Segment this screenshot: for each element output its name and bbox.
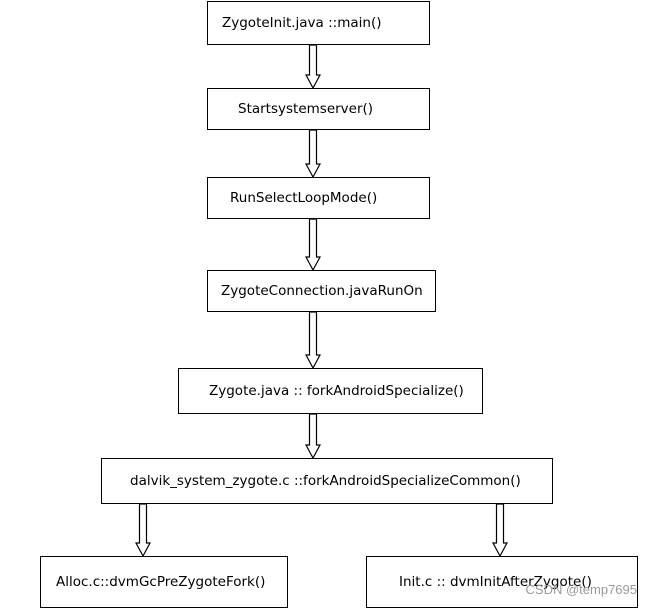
node-label: ZygoteInit.java ::main()	[222, 15, 382, 31]
arrow-init-to-startsystemserver	[304, 44, 322, 90]
node-label: Zygote.java :: forkAndroidSpecialize()	[209, 383, 464, 399]
arrow-forkspecialize-to-common	[304, 413, 322, 460]
node-fork-android-specialize: Zygote.java :: forkAndroidSpecialize()	[178, 368, 483, 414]
node-start-system-server: Startsystemserver()	[207, 88, 430, 130]
node-label: dalvik_system_zygote.c ::forkAndroidSpec…	[130, 473, 521, 489]
node-label: Alloc.c::dvmGcPreZygoteFork()	[56, 574, 266, 590]
node-fork-android-specialize-common: dalvik_system_zygote.c ::forkAndroidSpec…	[101, 458, 553, 504]
node-dvm-gc-pre-zygote-fork: Alloc.c::dvmGcPreZygoteFork()	[40, 556, 288, 608]
node-zygote-connection-run-on: ZygoteConnection.javaRunOn	[207, 270, 436, 312]
arrow-common-to-initafterzygote	[491, 503, 509, 558]
arrow-common-to-gcprefork	[134, 503, 152, 558]
arrow-startsystemserver-to-runselectloop	[304, 129, 322, 179]
arrow-connection-to-forkspecialize	[304, 311, 322, 370]
node-label: RunSelectLoopMode()	[230, 190, 378, 206]
node-label: ZygoteConnection.javaRunOn	[221, 283, 423, 299]
watermark: CSDN @temp7695	[525, 582, 637, 597]
node-run-select-loop-mode: RunSelectLoopMode()	[207, 177, 430, 219]
node-label: Init.c :: dvmInitAfterZygote()	[399, 574, 592, 590]
arrow-runselectloop-to-connection	[304, 218, 322, 272]
node-label: Startsystemserver()	[238, 101, 374, 117]
node-zygote-init-main: ZygoteInit.java ::main()	[207, 1, 430, 45]
